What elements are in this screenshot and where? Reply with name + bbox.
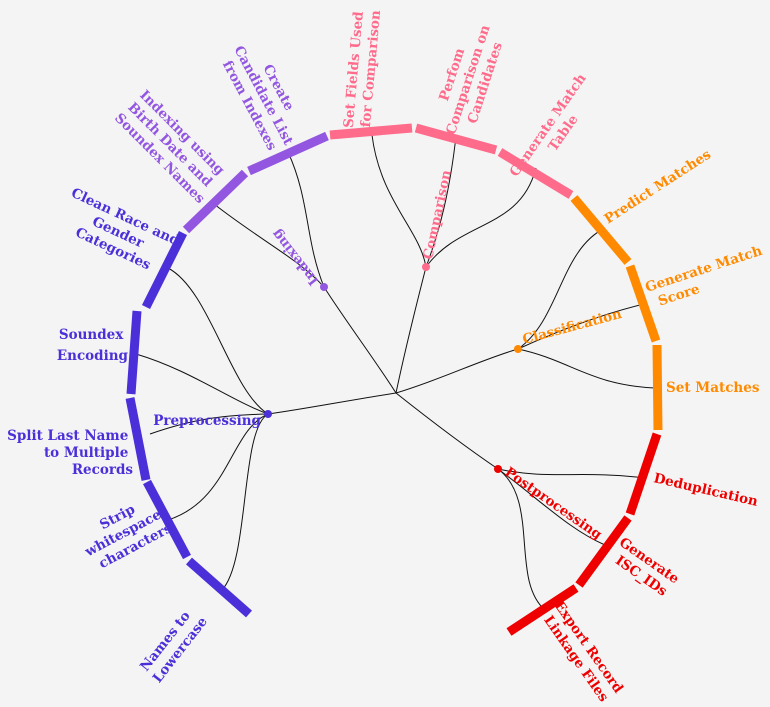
link-pre-lowercase	[221, 413, 269, 591]
arc-deduplication	[625, 432, 662, 516]
arc-indexing-birth	[182, 169, 249, 234]
link-cmp-setfields	[371, 134, 427, 268]
leaf-label-create-candidate: Create Candidate List from Indexes	[215, 35, 313, 160]
leaf-label-strip-whitespace: Strip whitespace\ characters	[74, 487, 181, 576]
group-label-postprocessing: Postprocessing	[502, 464, 605, 543]
tree-links	[135, 134, 656, 611]
link-cls-score	[517, 304, 641, 350]
link-cmp-perform	[425, 135, 457, 268]
arc-export-record	[506, 584, 579, 636]
group-label-comparison: Comparison	[420, 168, 455, 260]
group-labels: Preprocessing Indexing Comparison Classi…	[153, 168, 623, 543]
arc-generate-isc-ids	[575, 515, 632, 588]
node-preprocessing[interactable]	[264, 410, 272, 418]
leaf-label-generate-match-score: Generate Match Score	[643, 241, 770, 311]
link-pre-strip	[167, 413, 269, 521]
link-idx-candidate	[287, 151, 325, 288]
link-cmp-table	[425, 167, 537, 268]
leaf-label-perform-comparison: Perfom Comparison on Candidates	[427, 13, 511, 142]
arc-predict-matches	[570, 195, 632, 265]
link-cls-predict	[517, 227, 606, 350]
link-pre-split	[149, 413, 269, 435]
leaf-label-set-fields: Set Fields Used for Comparison	[341, 6, 384, 130]
arc-names-to-lowercase	[186, 557, 252, 618]
arc-set-fields	[329, 123, 413, 140]
arc-create-candidate	[247, 131, 329, 176]
link-root-preprocessing	[267, 392, 397, 415]
node-postprocessing[interactable]	[494, 465, 502, 473]
link-root-indexing	[323, 286, 397, 394]
arc-strip-whitespace	[143, 479, 191, 560]
leaf-label-deduplication: Deduplication	[652, 470, 759, 510]
arc-split-last-name	[125, 397, 151, 481]
link-post-export	[497, 468, 546, 611]
group-label-preprocessing: Preprocessing	[153, 413, 261, 429]
arc-soundex-encoding	[126, 310, 142, 395]
arc-set-matches	[652, 344, 663, 431]
link-pre-clean	[167, 267, 269, 415]
node-indexing[interactable]	[320, 283, 328, 291]
link-pre-soundex	[135, 353, 269, 415]
node-classification[interactable]	[514, 345, 522, 353]
group-label-classification: Classification	[521, 306, 624, 348]
leaf-label-export-record: Export Record Linkage Files	[537, 598, 629, 707]
link-idx-birth	[213, 203, 325, 288]
link-root-classification	[395, 348, 519, 394]
leaf-label-names-to-lowercase: Names to Lowercase	[136, 603, 211, 686]
leaf-label-soundex-encoding: Soundex Encoding	[57, 327, 129, 364]
arc-perform-comparison	[414, 123, 498, 155]
link-root-postprocessing	[395, 392, 499, 470]
arc-segments	[125, 123, 663, 636]
leaf-label-generate-match-table: Generate Match Table	[507, 67, 607, 190]
group-nodes	[264, 263, 522, 473]
link-post-isc	[497, 468, 606, 546]
leaf-label-set-matches: Set Matches	[666, 380, 760, 396]
leaf-label-indexing-birth: Indexing using Birth Date and Soundex Na…	[111, 86, 232, 207]
leaf-label-split-last-name: Split Last Name to Multiple Records	[7, 428, 133, 478]
node-comparison[interactable]	[422, 263, 430, 271]
leaf-label-predict-matches: Predict Matches	[601, 146, 714, 227]
arc-clean-race-gender	[141, 230, 188, 310]
link-root-comparison	[395, 266, 427, 394]
link-post-dedup	[497, 468, 646, 479]
arc-generate-match-score	[625, 264, 661, 343]
arc-generate-match-table	[497, 148, 574, 199]
leaf-label-generate-isc-ids: Generate ISC_IDs	[606, 534, 685, 603]
link-cls-setmatches	[517, 348, 656, 389]
